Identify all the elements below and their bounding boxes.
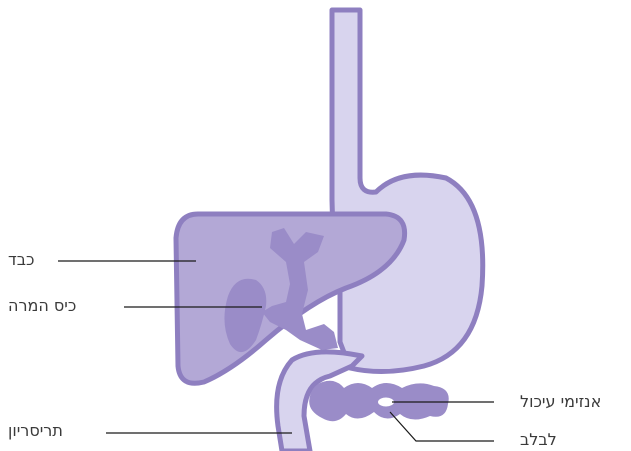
label-pancreas: לבלב xyxy=(520,430,557,449)
label-gallbladder: כיס המרה xyxy=(8,296,76,315)
stomach-esophagus xyxy=(332,10,483,372)
label-duodenum: תריסריון xyxy=(8,421,63,440)
enzyme-duct xyxy=(378,398,394,407)
label-liver: כבד xyxy=(8,250,34,269)
label-digestive-enzymes: אנזימי עיכול xyxy=(520,392,601,411)
